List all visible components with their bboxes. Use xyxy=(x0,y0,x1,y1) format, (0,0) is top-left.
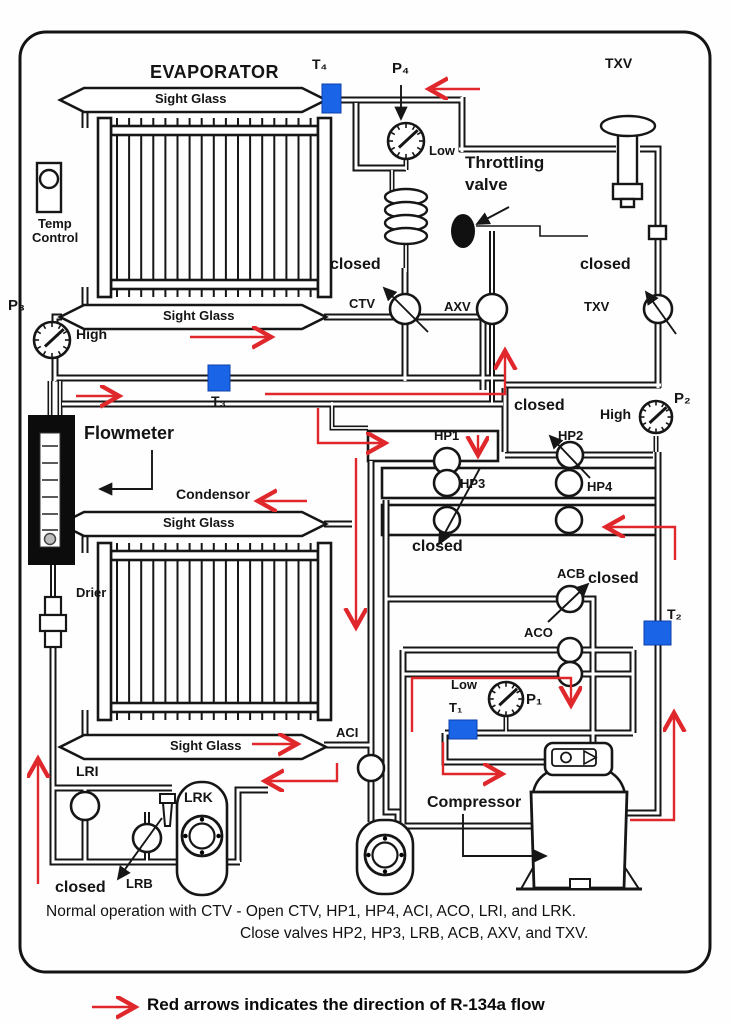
p2-gauge-label: P₂ xyxy=(674,390,691,407)
aco-valve-label: ACO xyxy=(524,625,553,640)
p1-gauge-icon xyxy=(487,680,525,718)
p2-high-label: High xyxy=(600,406,632,422)
compressor-pointer-arrow xyxy=(462,814,548,863)
sight-glass-label-evap-bottom: Sight Glass xyxy=(163,308,235,323)
t2-sensor-label: T₂ xyxy=(667,606,682,622)
lrb-valve-label: LRB xyxy=(126,876,153,891)
hp3-valve-label: HP3 xyxy=(460,476,486,491)
lrb-closed-slash xyxy=(116,817,163,881)
closed-label-txv: closed xyxy=(580,256,631,273)
closed-label-acb: closed xyxy=(588,570,639,587)
t3-sensor-label: T₃ xyxy=(211,393,227,409)
temp-control-icon xyxy=(35,161,63,214)
hp4-valve-label: HP4 xyxy=(587,479,613,494)
valve-bodies xyxy=(69,292,674,854)
condenser-label: Condensor xyxy=(176,486,250,502)
hp2-closed-slash xyxy=(548,434,591,479)
axv-valve-label: AXV xyxy=(444,299,471,314)
evaporator-sight-glass-bottom xyxy=(57,303,329,331)
lri-valve-label: LRI xyxy=(76,763,99,779)
flowmeter-label: Flowmeter xyxy=(84,423,175,443)
flowmeter-icon xyxy=(28,415,75,565)
sight-glass-label-cond-bottom: Sight Glass xyxy=(170,738,242,753)
sight-glass-label-evap-top: Sight Glass xyxy=(155,91,227,106)
accumulator-icon xyxy=(355,818,415,896)
lrk-liquid-receiver-icon xyxy=(175,780,229,897)
acb-closed-slash xyxy=(547,582,590,623)
t1-sensor-icon xyxy=(448,719,478,740)
valve-body-icon xyxy=(475,292,509,326)
flow-direction-arrows xyxy=(38,89,675,1007)
pressure-gauges xyxy=(32,121,674,718)
closed-label-lrb: closed xyxy=(55,879,106,896)
throttling-valve-label-1: Throttling xyxy=(465,153,545,172)
t2-sensor-icon xyxy=(643,620,672,646)
throttling-valve-icon xyxy=(451,214,588,248)
sight-glass-bodies xyxy=(57,86,329,761)
flowmeter-pointer-arrow xyxy=(98,450,153,496)
throttling-valve-label-2: valve xyxy=(465,175,508,194)
p4-gauge-icon xyxy=(386,121,426,161)
t4-sensor-icon xyxy=(321,83,342,114)
txv-valve-label: TXV xyxy=(584,299,610,314)
components-layer xyxy=(28,83,674,897)
valve-body-icon xyxy=(432,468,462,498)
sight-glass-label-cond-top: Sight Glass xyxy=(163,515,235,530)
caption-line-1: Normal operation with CTV - Open CTV, HP… xyxy=(46,903,577,920)
drier-label: Drier xyxy=(76,585,107,600)
footer-legend: Red arrows indicates the direction of R-… xyxy=(147,995,545,1014)
temperature-sensors xyxy=(207,83,672,740)
hp2-valve-label: HP2 xyxy=(558,428,584,443)
closed-label-hp2: closed xyxy=(514,397,565,414)
valve-body-icon xyxy=(69,790,101,822)
hp3-closed-slash xyxy=(438,467,481,546)
compressor-label: Compressor xyxy=(427,794,522,811)
valve-body-icon xyxy=(556,636,584,664)
p3-gauge-label: P₃ xyxy=(8,297,25,314)
valve-body-icon xyxy=(555,584,585,614)
closed-label-hp3: closed xyxy=(412,538,463,555)
heat-exchanger-coils xyxy=(96,116,333,722)
p3-high-label: High xyxy=(76,326,108,342)
condenser-sight-glass-top xyxy=(57,510,329,538)
ctv-valve-label: CTV xyxy=(349,296,375,311)
txv-expansion-valve-icon xyxy=(599,114,668,241)
t1-sensor-label: T₁ xyxy=(449,700,463,715)
p3-gauge-icon xyxy=(32,320,72,360)
drier-icon xyxy=(38,595,68,649)
aci-valve-label: ACI xyxy=(336,725,359,740)
p4-low-label: Low xyxy=(429,143,455,158)
valve-body-icon xyxy=(555,440,585,470)
acb-valve-label: ACB xyxy=(557,566,586,581)
ctv-capillary-coil-icon xyxy=(383,187,429,246)
evaporator-label: EVAPORATOR xyxy=(150,62,280,82)
diagram-border xyxy=(18,30,712,974)
p1-low-label: Low xyxy=(451,677,477,692)
lrk-valve-label: LRK xyxy=(184,789,213,805)
t3-sensor-icon xyxy=(207,364,231,392)
caption-line-2: Close valves HP2, HP3, LRB, ACB, AXV, an… xyxy=(240,925,589,942)
temp-control-label-2: Control xyxy=(32,230,79,245)
ctv-closed-slash xyxy=(382,286,429,333)
lrb-stem-icon xyxy=(159,793,176,827)
temp-control-label-1: Temp xyxy=(38,216,72,231)
annotation-arrows xyxy=(98,85,677,881)
txv-closed-slash xyxy=(644,290,677,335)
valve-body-icon xyxy=(554,505,584,535)
p2-gauge-icon xyxy=(638,399,674,435)
hp1-valve-label: HP1 xyxy=(434,428,460,443)
valve-body-icon xyxy=(356,753,386,783)
closed-label-ctv: closed xyxy=(330,256,381,273)
hp-manifold-channels xyxy=(366,429,658,537)
compressor-icon xyxy=(516,741,642,891)
condenser-sight-glass-bottom xyxy=(57,733,329,761)
throttling-pointer-arrow xyxy=(475,206,510,225)
valve-body-icon xyxy=(554,468,584,498)
txv-top-label: TXV xyxy=(605,55,633,71)
t4-sensor-label: T₄ xyxy=(312,56,328,72)
p4-gauge-label: P₄ xyxy=(392,60,410,77)
p1-gauge-label: P₁ xyxy=(526,691,543,708)
